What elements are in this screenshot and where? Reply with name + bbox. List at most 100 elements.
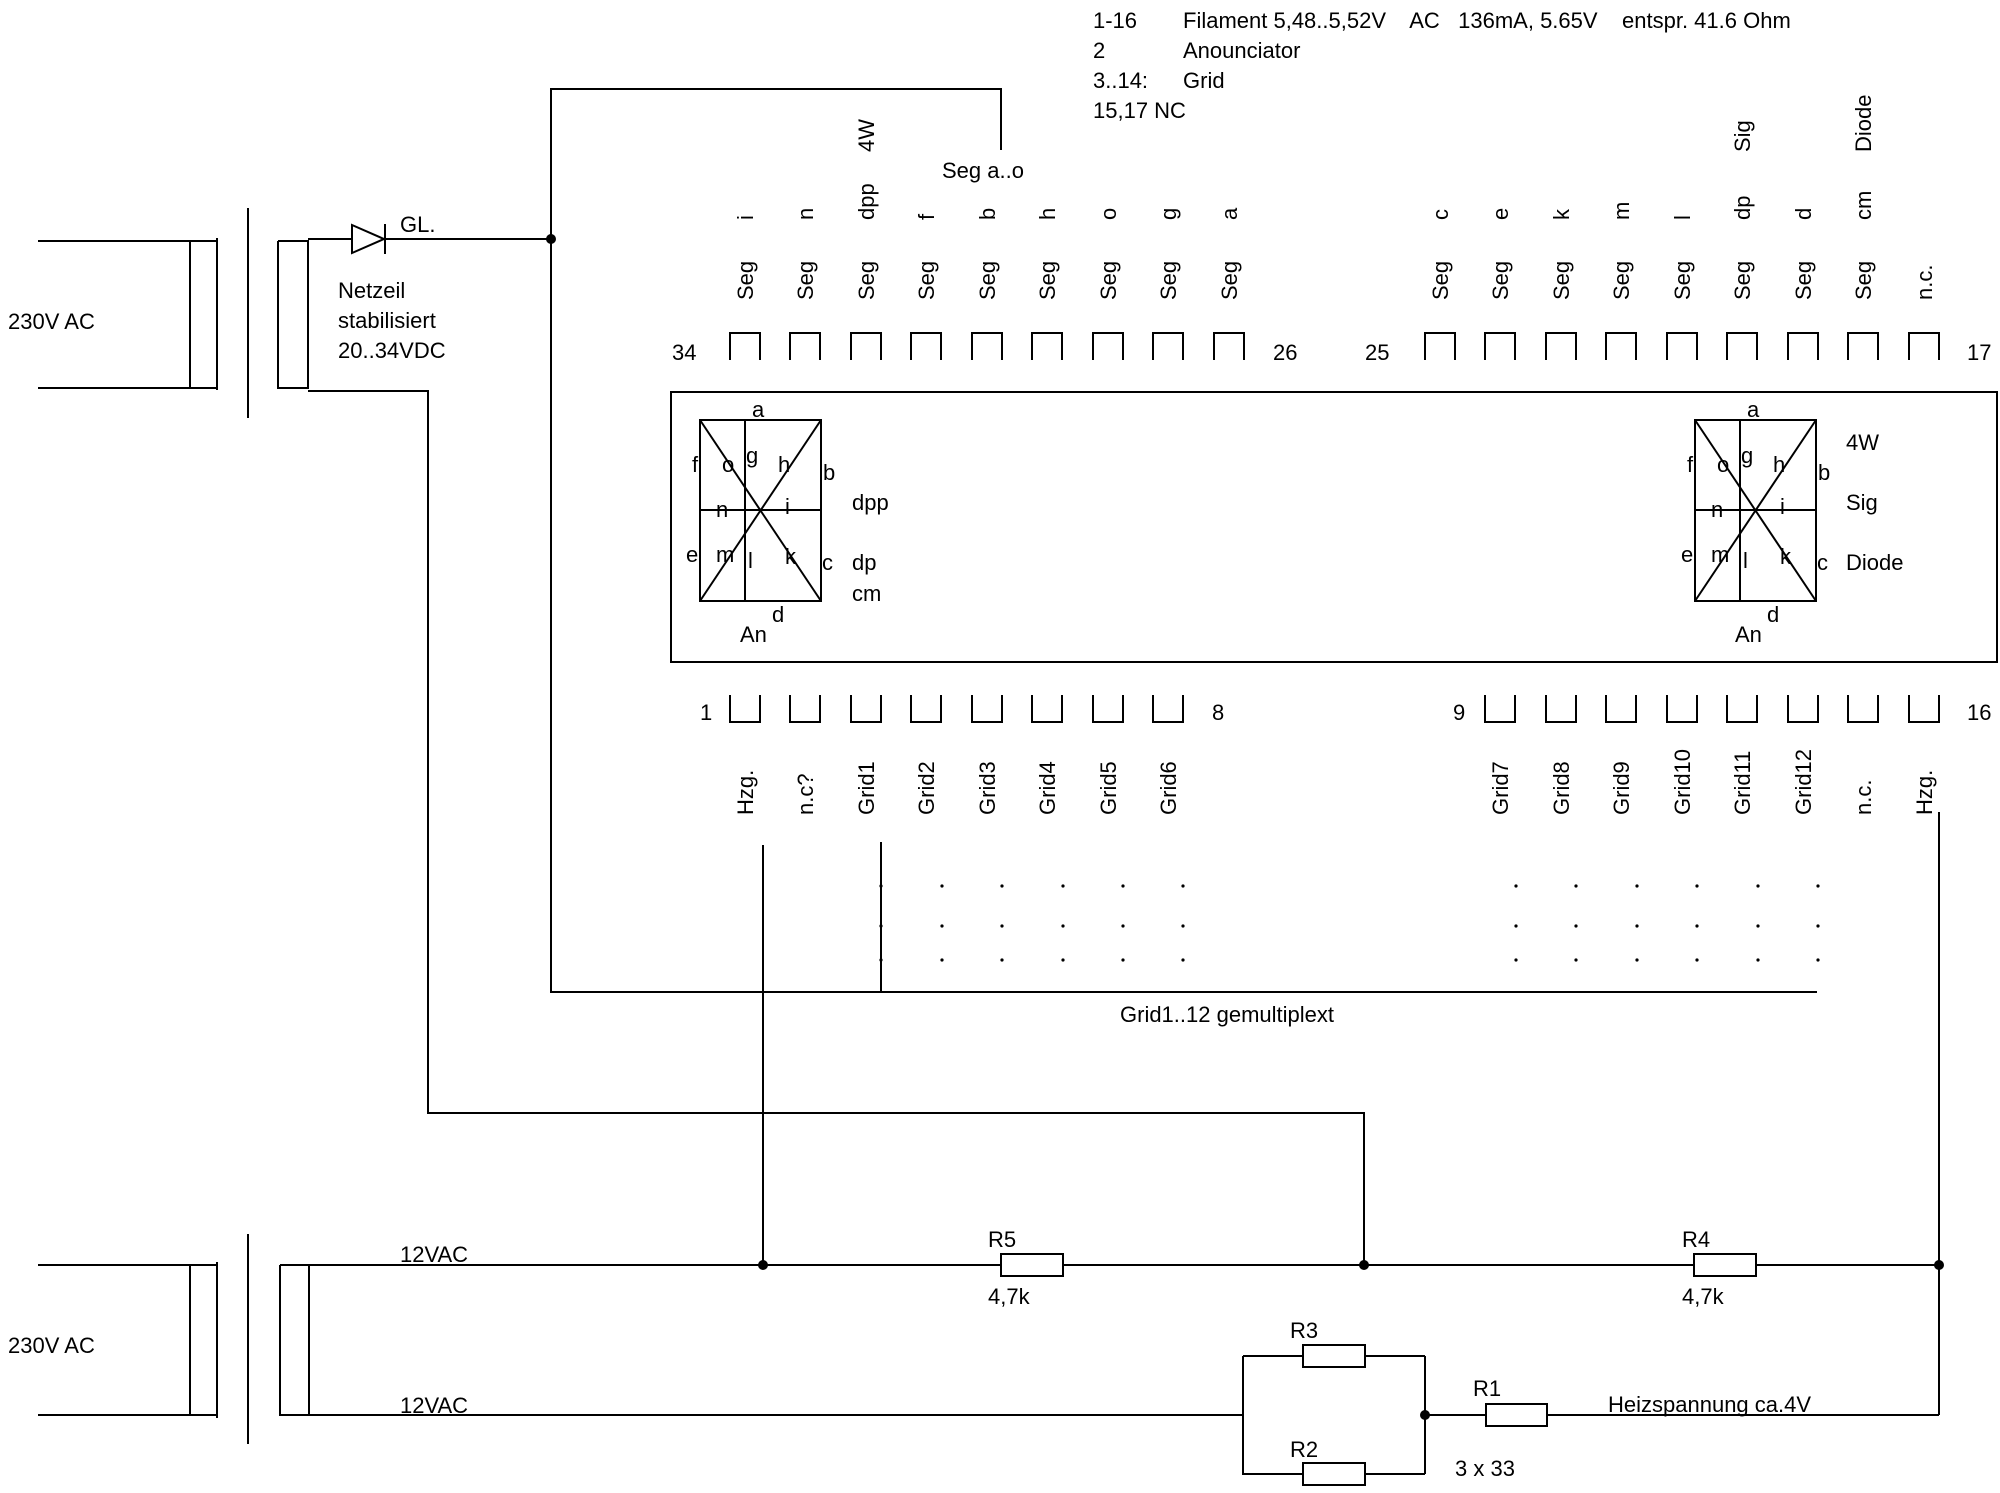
- junction-parallel: [1420, 1410, 1430, 1420]
- pin-label: Grid4: [1035, 761, 1060, 815]
- digit-left-seg-f: f: [692, 452, 699, 477]
- pin-number-17: 17: [1967, 340, 1991, 365]
- r4-name: R4: [1682, 1227, 1710, 1252]
- grid-dot: [1121, 924, 1125, 928]
- pin-label: Grid10: [1670, 749, 1695, 815]
- digit-right-seg-i: i: [1780, 494, 1785, 519]
- digit-right-seg-e: e: [1681, 542, 1693, 567]
- digit-left-seg-b: b: [823, 460, 835, 485]
- pin-function-label: Seg: [793, 261, 818, 300]
- top-pin-row: SegiSegnSegdpp4WSegfSegbSeghSegoSeggSega…: [729, 95, 1940, 360]
- grid-dot: [1181, 884, 1185, 888]
- bottom-pin: Grid3: [971, 695, 1003, 815]
- pin-label: Grid3: [975, 761, 1000, 815]
- pin-segment-label: o: [1096, 208, 1121, 220]
- junction-hzg-right: [1934, 1260, 1944, 1270]
- digit-right-seg-l: l: [1743, 548, 1748, 573]
- pin-segment-label: cm: [1851, 191, 1876, 220]
- digit-left-seg-g: g: [746, 443, 758, 468]
- grid-dot: [1000, 958, 1004, 962]
- pin-segment-label: h: [1035, 208, 1060, 220]
- psu-label-line1: Netzeil: [338, 278, 405, 303]
- r1-name: R1: [1473, 1376, 1501, 1401]
- pin-label: Grid5: [1096, 761, 1121, 815]
- pin-function-label: Seg: [1217, 261, 1242, 300]
- info-line-1-b: Filament 5,48..5,52V AC 136mA, 5.65V ent…: [1183, 8, 1791, 33]
- bottom-pin: Grid1: [850, 695, 882, 815]
- pin-function-label: Seg: [1549, 261, 1574, 300]
- vac-label-top: 12VAC: [400, 1242, 468, 1267]
- info-line-4-a: 15,17 NC: [1093, 98, 1186, 123]
- grid-dot: [1181, 958, 1185, 962]
- psu-label-line2: stabilisiert: [338, 308, 436, 333]
- bottom-pin: n.c.: [1847, 695, 1879, 815]
- grid-dot: [1000, 924, 1004, 928]
- digit-left-seg-e: e: [686, 542, 698, 567]
- pin-segment-label: b: [975, 208, 1000, 220]
- secondary-winding-top: [277, 240, 309, 389]
- display-label-diode: Diode: [1846, 550, 1903, 575]
- display-label-dp: dp: [852, 550, 876, 575]
- grid-dot: [1635, 924, 1639, 928]
- grid-dot: [940, 958, 944, 962]
- digit-left-seg-l: l: [748, 548, 753, 573]
- digit-left-seg-i: i: [785, 494, 790, 519]
- mains-label-bottom: 230V AC: [8, 1333, 95, 1358]
- grid-dot: [1514, 884, 1518, 888]
- display-label-sig: Sig: [1846, 490, 1878, 515]
- pin-segment-label: l: [1670, 215, 1695, 220]
- grid-dot: [1635, 958, 1639, 962]
- digit-right-seg-a: a: [1747, 397, 1760, 422]
- grid-dot: [1574, 924, 1578, 928]
- bottom-pin: Grid9: [1605, 695, 1637, 815]
- bottom-pin: Grid10: [1666, 695, 1698, 815]
- bottom-pin: Grid7: [1484, 695, 1516, 815]
- pin-function-label: Seg: [1035, 261, 1060, 300]
- resistor-r3: [1302, 1344, 1366, 1368]
- grid-dot: [879, 884, 883, 888]
- pin-label: Grid6: [1156, 761, 1181, 815]
- heater-voltage-note: Heizspannung ca.4V: [1608, 1392, 1811, 1417]
- pin-label: Grid11: [1730, 751, 1755, 815]
- pin-segment-label: k: [1549, 208, 1574, 220]
- pin-function-label: Seg: [1609, 261, 1634, 300]
- digit-left-seg-n: n: [716, 497, 728, 522]
- display-label-cm: cm: [852, 581, 881, 606]
- grid-dot: [1695, 884, 1699, 888]
- pin-function-label: Seg: [1428, 261, 1453, 300]
- pin-extra-label: 4W: [854, 119, 879, 152]
- grid-dot: [1061, 924, 1065, 928]
- bottom-pin: Grid2: [910, 695, 942, 815]
- pin-function-label: Seg: [1851, 261, 1876, 300]
- rectifier-label: GL.: [400, 212, 435, 237]
- digit-right: a f o g h b n i e m l k c d An: [1681, 397, 1830, 647]
- grid-dot: [1816, 884, 1820, 888]
- digit-left-seg-m: m: [716, 542, 734, 567]
- grid-dot: [1574, 958, 1578, 962]
- pin-label: Grid12: [1791, 749, 1816, 815]
- pin-function-label: n.c.: [1912, 265, 1937, 300]
- pin-segment-label: e: [1488, 208, 1513, 220]
- digit-right-seg-c: c: [1817, 550, 1828, 575]
- pin-label: Grid2: [914, 761, 939, 815]
- grid-dot: [1061, 884, 1065, 888]
- dc-feed-to-segments: [550, 88, 1002, 239]
- grid-dot: [879, 924, 883, 928]
- info-line-2-b: Anounciator: [1183, 38, 1300, 63]
- info-line-3-a: 3..14:: [1093, 68, 1148, 93]
- grid-dot: [1121, 884, 1125, 888]
- r5-name: R5: [988, 1227, 1016, 1252]
- pin-label: Grid1: [854, 761, 879, 815]
- bottom-pin: Grid12: [1787, 695, 1819, 815]
- resistor-group-note: 3 x 33: [1455, 1456, 1515, 1481]
- info-line-3-b: Grid: [1183, 68, 1225, 93]
- r5-value: 4,7k: [988, 1284, 1031, 1309]
